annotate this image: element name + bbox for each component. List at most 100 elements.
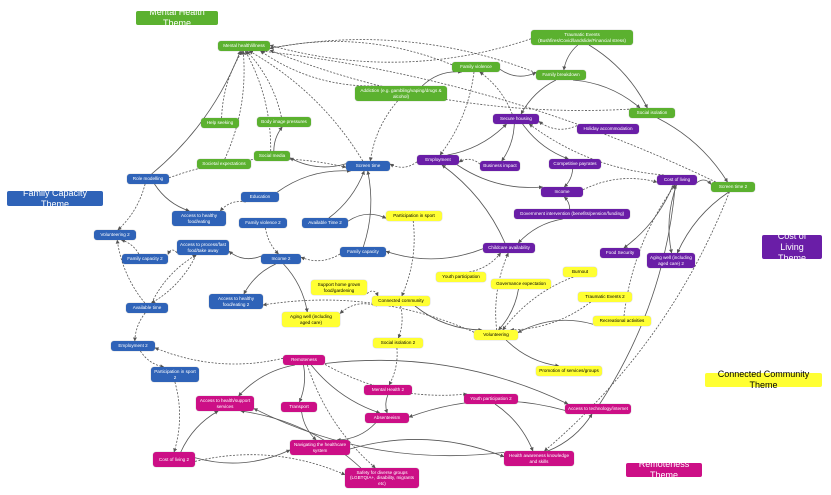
node-cost-of-living[interactable]: Cost of living [657,175,697,185]
edge-connected-community-to-volunteering [414,305,483,332]
node-screen-time[interactable]: Screen time [346,161,390,171]
edge-cost-of-living-to-ageing-well-2 [668,184,677,254]
node-promotion-of-services[interactable]: Promotion of services/groups [536,366,602,376]
edge-cost-of-living-2-to-access-health-support [180,410,219,453]
edge-role-modelling-to-screen-time [168,158,347,179]
node-aging-well-2[interactable]: Aging well (including aged care) 2 [647,253,695,268]
edge-traumatic-to-family-breakdown [562,44,579,71]
edge-employment-to-secure-housing [447,123,507,156]
node-income-2[interactable]: Income 2 [261,254,301,264]
edge-safety-diverse-to-access-health-support [240,409,362,469]
node-mental-health-illness[interactable]: Mental health/illness [218,41,270,51]
node-family-violence[interactable]: Family violence [452,62,500,72]
node-access-technology-internet[interactable]: Access to technology/internet [565,404,631,414]
node-employment-2[interactable]: Employment 2 [111,341,155,351]
node-competitive-payrates[interactable]: Competitive payrates [549,159,601,169]
node-remoteness[interactable]: Remoteness [283,355,325,365]
node-income[interactable]: Income [541,187,583,197]
node-holiday-accommodation[interactable]: Holiday accommodation [577,124,639,134]
edge-remoteness-to-employment-2 [154,347,284,365]
edge-transport-to-navigating-health [301,411,317,441]
node-youth-participation-2[interactable]: Youth participation 2 [464,394,518,404]
edge-cost-of-living-2-to-safety-diverse [194,454,346,476]
node-connected-community[interactable]: Connected community [372,296,430,306]
node-traumatic-events[interactable]: Traumatic Events (Bushfires/Covid/landsl… [531,30,633,45]
edge-secure-housing-to-business-impact [501,123,515,162]
node-social-media[interactable]: Social media [254,151,290,161]
edge-volunteering-to-childcare [495,252,509,331]
node-safety-for-diverse-groups[interactable]: Safety for diverse groups (LGBTQIA+, dis… [345,468,419,488]
node-participation-in-sport[interactable]: Participation in sport [386,211,442,221]
edge-role-modelling-to-access-healthy-food [154,183,190,212]
node-recreational-activities[interactable]: Recreational activities [593,316,651,326]
edge-screen-time-2-to-ageing-well-2 [676,191,730,254]
node-traumatic-events-2[interactable]: Traumatic Events 2 [578,292,632,302]
node-family-violence-2[interactable]: Family violence 2 [239,218,287,228]
node-government-intervention[interactable]: Government intervention (benefits/pensio… [514,209,630,219]
node-family-breakdown[interactable]: Family breakdown [536,70,586,80]
edge-employment-2-to-participation-sport-2 [140,350,165,369]
edge-employment-to-screen-time [389,161,418,168]
theme-label-living: Cost of Living Theme [762,231,822,263]
node-societal-expectations[interactable]: Societal expectations [197,159,251,169]
node-available-time[interactable]: Available time [126,303,168,313]
node-youth-participation[interactable]: Youth participation [436,272,486,282]
node-education[interactable]: Education [241,192,279,202]
node-employment[interactable]: Employment [417,155,459,165]
node-volunteering-2[interactable]: Volunteering 2 [94,230,136,240]
edge-business-impact-to-employment [458,158,481,165]
theme-label-community: Connected Community Theme [705,369,822,390]
node-family-capacity[interactable]: Family capacity [340,247,386,257]
node-food-security[interactable]: Food Security [600,248,640,258]
edge-access-tech-to-cost-of-living [599,184,677,405]
node-business-impact[interactable]: Business impact [480,161,520,171]
node-available-time-2[interactable]: Available Time 2 [302,218,348,228]
node-access-healthy-food[interactable]: Access to healthy food/eating [172,211,226,226]
node-secure-housing[interactable]: Secure housing [493,114,539,124]
edge-available-time-to-volunteering-2 [115,239,146,304]
node-childcare-availability[interactable]: Childcare availability [483,243,535,253]
node-burnout[interactable]: Burnout [563,267,597,277]
node-role-modelling[interactable]: Role modelling [127,174,169,184]
node-social-isolation[interactable]: Social isolation [629,108,675,118]
node-access-healthy-food-2[interactable]: Access to healthy food/eating 2 [209,294,263,309]
node-screen-time-2[interactable]: Screen time 2 [711,182,755,192]
edge-employment-to-income [457,164,543,190]
node-volunteering[interactable]: Volunteering [474,330,518,340]
edge-screen-time-2-to-mh-wellness [260,49,716,183]
node-help-seeking[interactable]: Help seeking [201,118,239,128]
node-access-processed-food[interactable]: Access to process/fast food/take away [177,240,229,255]
edge-social-media-to-mh-wellness [244,50,272,152]
edge-income-2-to-ageing-well [283,263,309,313]
node-absenteeism[interactable]: Absenteeism [365,413,409,423]
edge-youth-participation-2-to-health-awareness [494,403,534,452]
node-navigating-healthcare-system[interactable]: Navigating the healthcare system [290,440,350,455]
node-governance-expectation[interactable]: Governance expectation [491,279,551,289]
edge-health-awareness-to-access-tech [547,413,593,452]
edge-family-breakdown-to-secure-housing [520,79,557,115]
node-participation-in-sport-2[interactable]: Participation in sport 2 [151,367,199,382]
edge-governance-exp-to-volunteering [498,288,519,331]
node-body-image-pressures[interactable]: Body image pressures [257,117,311,127]
edge-income-2-to-access-healthy-food-2 [243,263,276,295]
edge-role-modelling-to-mh-wellness [151,50,241,175]
node-health-awareness[interactable]: Health awareness knowledge and skills [504,451,574,466]
edge-societal-exp-to-mh-wellness [224,50,246,160]
node-family-capacity-2[interactable]: Family capacity 2 [122,254,168,264]
edge-remoteness-to-safety-diverse [306,364,376,469]
node-addiction[interactable]: Addiction (e.g. gambling/vaping/drugs & … [355,86,447,101]
edge-family-violence-to-mh-wellness [269,41,453,66]
node-social-isolation-2[interactable]: Social isolation 2 [373,338,423,348]
edge-family-capacity-2-to-volunteering-2 [120,239,140,255]
node-aging-well[interactable]: Aging well (including aged care) [282,312,340,327]
theme-label-family: Family Capacity Theme [7,188,103,209]
node-access-health-support[interactable]: Access to health/support services [196,396,254,411]
edge-education-to-access-healthy-food [219,201,246,212]
node-support-home-grown-food[interactable]: Support home grown food/gardening [311,280,367,295]
edge-family-capacity-to-income-2 [300,253,341,262]
node-transport[interactable]: Transport [281,402,317,412]
node-cost-of-living-2[interactable]: Cost of living 2 [153,452,195,467]
node-mental-health-2[interactable]: Mental Health 2 [364,385,412,395]
edge-family-violence-to-employment [439,71,475,156]
